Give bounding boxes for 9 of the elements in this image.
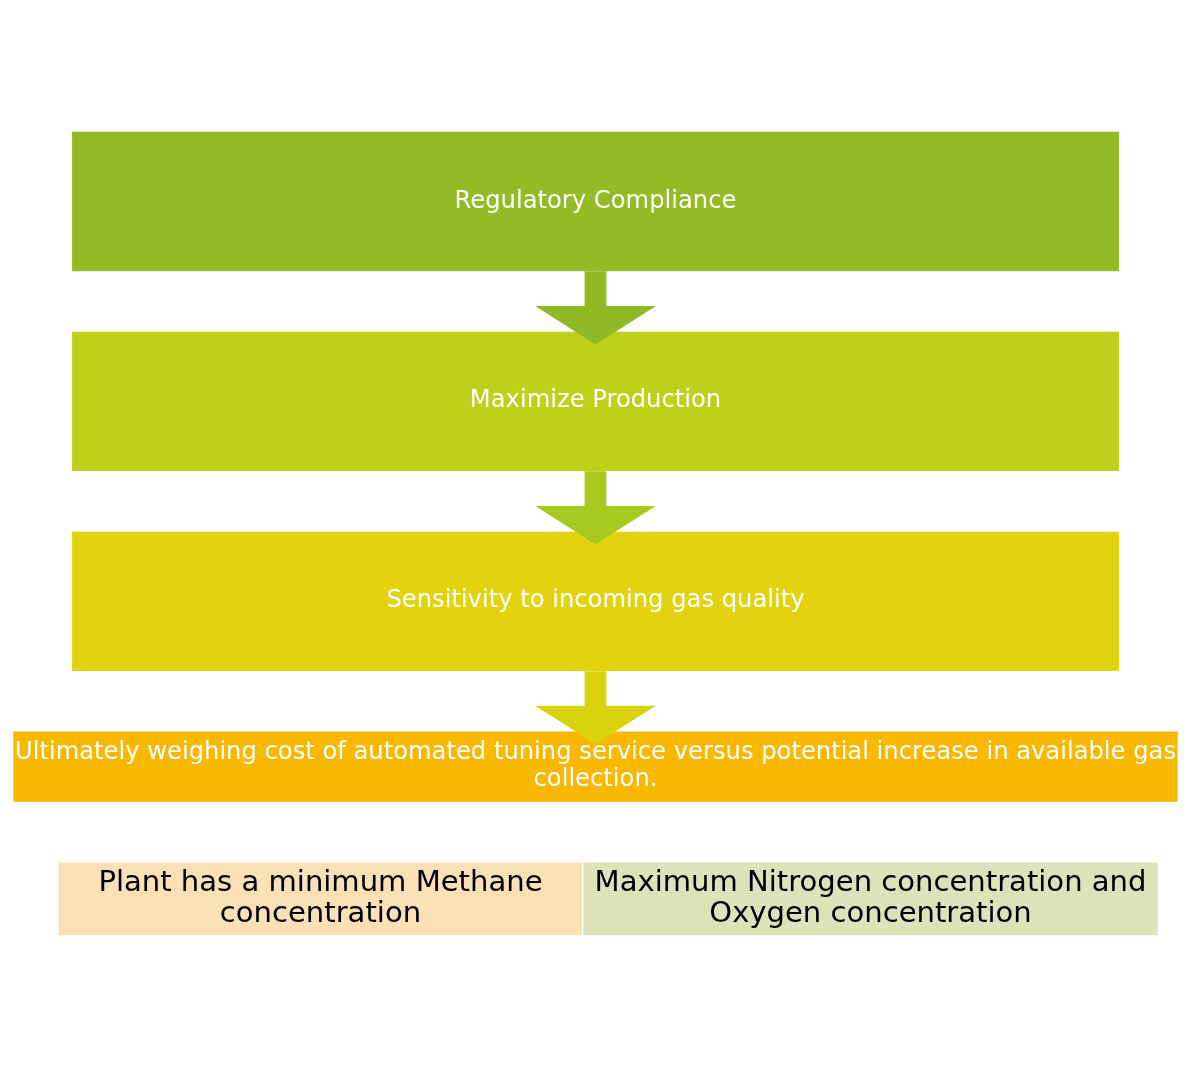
node-box: Maximum Nitrogen concentration and Oxygen concentration xyxy=(583,862,1158,936)
node-box: Sensitivity to incoming gas quality xyxy=(72,531,1119,671)
node-box: Plant has a minimum Methane concentration xyxy=(58,862,583,936)
arrow xyxy=(535,471,656,545)
node-box: Maximize Production xyxy=(72,331,1119,472)
node-box: Ultimately weighing cost of automated tuning service versus potential increase in available gas collection. xyxy=(13,731,1178,802)
node-box: Regulatory Compliance xyxy=(72,131,1119,272)
arrow xyxy=(535,671,656,745)
arrow xyxy=(535,271,656,345)
